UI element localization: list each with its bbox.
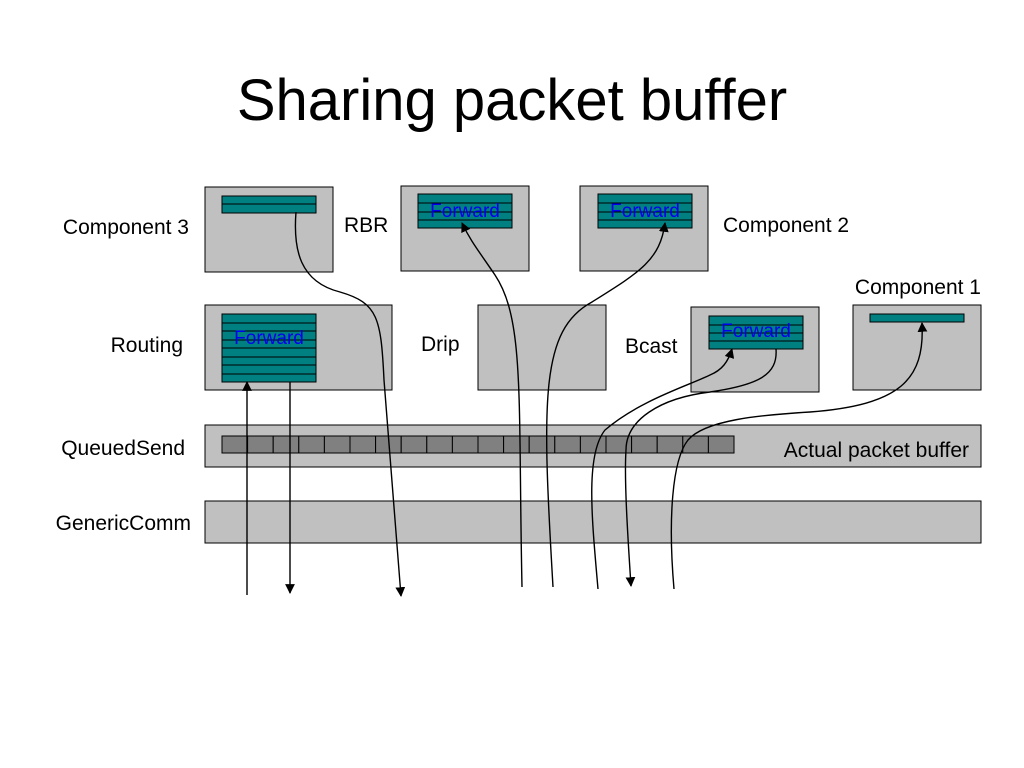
slide-title: Sharing packet buffer: [237, 68, 787, 133]
actual-packet-buffer: [221, 435, 735, 454]
genericcomm-label: GenericComm: [56, 512, 191, 535]
component2-buffer: [597, 193, 693, 229]
packet-buffer-cell: [528, 435, 556, 454]
component3-label: Component 3: [63, 216, 189, 239]
drip-label: Drip: [421, 333, 460, 356]
bcast-receive-arrow: [591, 348, 735, 590]
bcast-send-arrow: [624, 348, 777, 587]
packet-buffer-cell: [477, 435, 505, 454]
queuedsend-label: QueuedSend: [61, 437, 185, 460]
routing-buffer: [221, 313, 317, 383]
rbr-forward-label: Forward: [430, 201, 500, 222]
component2-label: Component 2: [723, 214, 849, 237]
component2-receive-arrow: [545, 222, 669, 588]
packet-buffer-cell: [298, 435, 325, 454]
packet-buffer-cell: [323, 435, 351, 454]
actual-buffer-label: Actual packet buffer: [784, 439, 969, 462]
packet-buffer-cell: [247, 435, 274, 454]
bcast-buffer: [708, 315, 804, 350]
component1-receive-arrow: [670, 322, 928, 590]
rbr-receive-arrow: [461, 222, 523, 588]
packet-buffer-cell: [221, 435, 249, 454]
packet-buffer-cell: [707, 435, 735, 454]
packet-buffer-cell: [400, 435, 428, 454]
bcast-forward-label: Forward: [721, 321, 791, 342]
component3-send-arrow: [294, 211, 406, 597]
packet-buffer-cell: [451, 435, 479, 454]
packet-buffer-cell: [656, 435, 684, 454]
component1-label: Component 1: [855, 276, 981, 299]
packet-buffer-cell: [272, 435, 300, 454]
routing-label: Routing: [111, 334, 183, 357]
packet-buffer-cell: [426, 435, 453, 454]
rbr-label: RBR: [344, 214, 388, 237]
bcast-label: Bcast: [625, 335, 678, 358]
packet-buffer-cell: [682, 435, 709, 454]
component3-buffer: [221, 195, 317, 214]
component2-forward-label: Forward: [610, 201, 680, 222]
packet-buffer-cell: [579, 435, 607, 454]
routing-forward-label: Forward: [234, 328, 304, 349]
drip-box: [477, 304, 607, 391]
packet-buffer-cell: [631, 435, 658, 454]
component1-buffer: [869, 313, 965, 323]
packet-buffer-cell: [503, 435, 530, 454]
packet-buffer-cell: [554, 435, 581, 454]
packet-buffer-cell: [349, 435, 377, 454]
